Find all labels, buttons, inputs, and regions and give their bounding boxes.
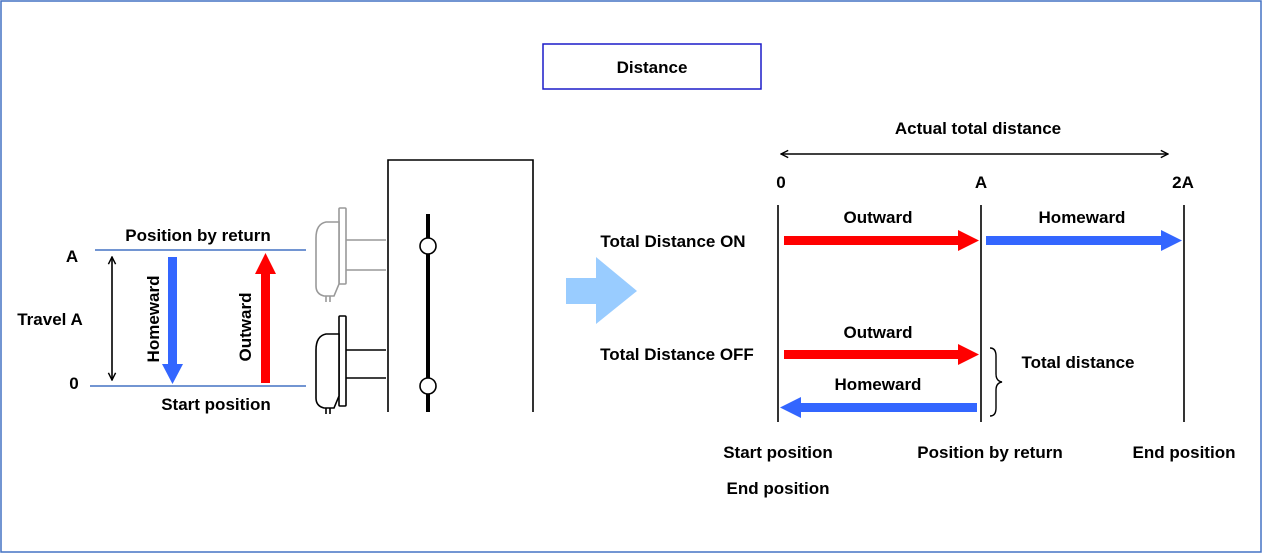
level-zero-label: 0 [69, 374, 78, 393]
axis-tick-zero: 0 [776, 173, 785, 192]
total-distance-off-label: Total Distance OFF [600, 345, 754, 364]
title-box [542, 43, 762, 90]
transition-arrow [566, 257, 637, 324]
homeward-label: Homeward [144, 276, 163, 363]
right-panel: Actual total distance 0 A 2A Total Dista… [600, 119, 1235, 498]
total-distance-label: Total distance [1021, 353, 1134, 372]
on-homeward-arrow [986, 230, 1182, 251]
on-outward-label: Outward [844, 208, 913, 227]
total-distance-on-label: Total Distance ON [600, 232, 745, 251]
position-by-return-bottom-label: Position by return [917, 443, 1062, 462]
page-title: Distance [617, 58, 688, 77]
start-position-label: Start position [161, 395, 271, 414]
homeward-arrow [162, 257, 183, 384]
outward-arrow [255, 253, 276, 383]
travel-a-label: Travel A [17, 310, 83, 329]
total-distance-brace [989, 347, 1003, 417]
axis-tick-2a: 2A [1172, 173, 1194, 192]
outward-label: Outward [236, 293, 255, 362]
end-position-below-start-label: End position [727, 479, 830, 498]
end-position-bottom-label: End position [1133, 443, 1236, 462]
level-a-label: A [66, 247, 78, 266]
position-by-return-label: Position by return [125, 226, 270, 245]
off-homeward-arrow [780, 397, 977, 418]
off-homeward-label: Homeward [835, 375, 922, 394]
on-outward-arrow [784, 230, 979, 251]
on-homeward-label: Homeward [1039, 208, 1126, 227]
axis-tick-a: A [975, 173, 987, 192]
actual-total-distance-label: Actual total distance [895, 119, 1061, 138]
start-position-bottom-label: Start position [723, 443, 833, 462]
off-outward-arrow [784, 344, 979, 365]
off-outward-label: Outward [844, 323, 913, 342]
lever-position-icon [315, 159, 534, 414]
left-panel: Position by return Start position A 0 Tr… [17, 159, 534, 414]
